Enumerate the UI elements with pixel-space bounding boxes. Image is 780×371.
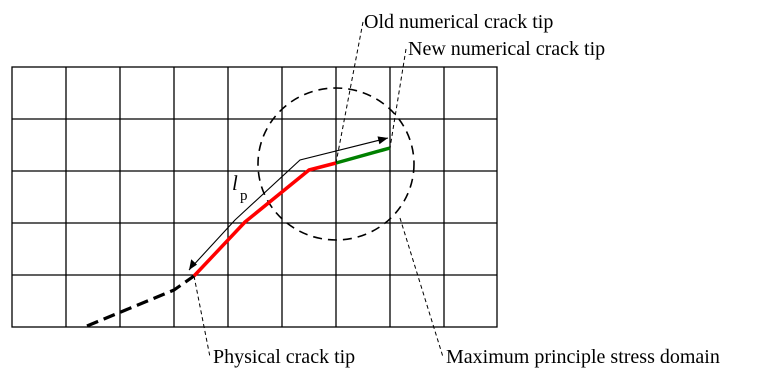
mesh-border [11, 66, 498, 328]
leader-old-tip [335, 21, 364, 164]
leader-new-tip [389, 48, 407, 149]
label-new-numerical-crack-tip: New numerical crack tip [408, 38, 605, 60]
label-maximum-principle-stress-domain: Maximum principle stress domain [446, 346, 720, 368]
numerical-crack-segment-new [335, 146, 391, 165]
lp-length-path [188, 137, 389, 271]
physical-crack-path [86, 274, 195, 328]
leader-lines [193, 21, 444, 358]
lp-subscript: p [240, 188, 248, 204]
lp-symbol: l [232, 171, 238, 195]
label-old-numerical-crack-tip: Old numerical crack tip [364, 11, 553, 33]
leader-physical-tip [193, 275, 211, 358]
lp-arrowhead-start [189, 259, 197, 270]
numerical-crack-path-old [192, 161, 337, 278]
lp-arrowhead-end [377, 136, 388, 145]
mesh-grid [11, 66, 498, 328]
leader-stress-domain [399, 217, 444, 358]
label-physical-crack-tip: Physical crack tip [213, 346, 355, 368]
stress-domain-circle [257, 87, 415, 241]
